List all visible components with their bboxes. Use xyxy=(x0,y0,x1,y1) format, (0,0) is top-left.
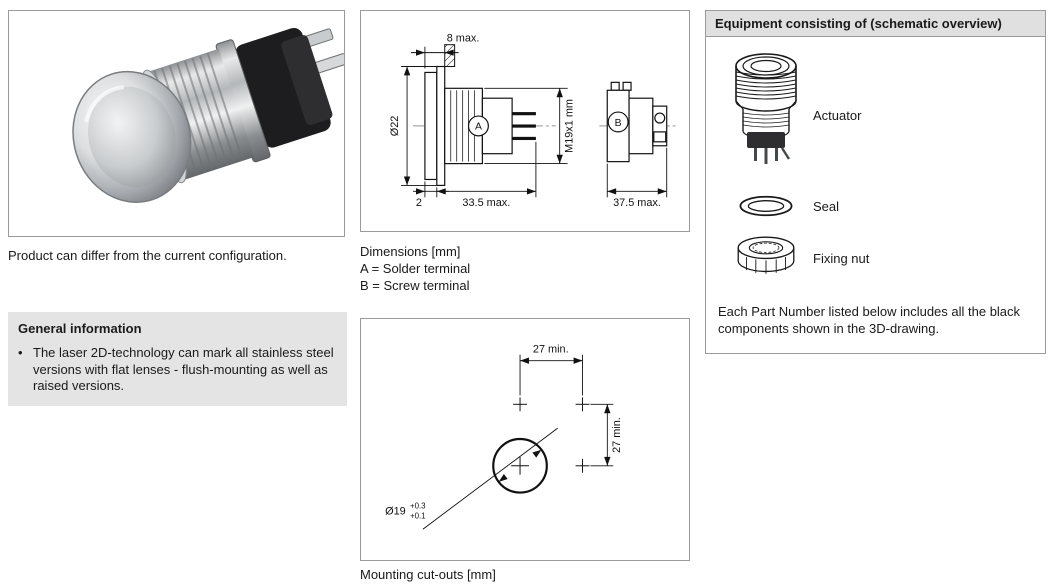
equipment-note: Each Part Number listed below includes a… xyxy=(718,304,1021,336)
product-render xyxy=(72,27,344,203)
fixing-nut-icon xyxy=(718,233,813,283)
dimension-legend-b: B = Screw terminal xyxy=(360,278,470,293)
general-information-bullet-item: • The laser 2D-technology can mark all s… xyxy=(18,345,337,395)
bullet-marker: • xyxy=(18,345,23,360)
mount-label-pitch-v: 27 min. xyxy=(611,417,623,453)
mount-label-tol-upper: +0.3 xyxy=(410,501,426,510)
dimension-legend-a: A = Solder terminal xyxy=(360,261,471,276)
equipment-panel-body: Actuator Seal xyxy=(706,37,1045,353)
mounting-cutout-svg: 27 min. 27 min. Ø19 +0.3 +0.1 xyxy=(385,344,623,530)
seal-icon xyxy=(718,191,813,221)
equipment-row-actuator: Actuator xyxy=(718,51,1035,179)
dim-label-thread: M19x1 mm xyxy=(564,99,576,153)
equipment-label-fixing-nut: Fixing nut xyxy=(813,250,870,266)
dim-label-protrusion: 8 max. xyxy=(447,33,480,45)
dim-label-flange: 2 xyxy=(416,197,422,209)
equipment-label-actuator: Actuator xyxy=(813,107,862,123)
equipment-row-fixing-nut: Fixing nut xyxy=(718,233,1035,283)
general-information-panel: General information • The laser 2D-techn… xyxy=(8,312,347,406)
dim-label-diameter: Ø22 xyxy=(389,116,401,137)
balloon-a-label: A xyxy=(475,122,482,133)
product-photo-caption: Product can differ from the current conf… xyxy=(8,248,287,263)
mounting-caption: Mounting cut-outs [mm] xyxy=(360,567,496,582)
mount-label-hole-diameter: Ø19 xyxy=(385,505,406,517)
general-information-title: General information xyxy=(18,321,142,336)
dim-label-depth-a: 33.5 max. xyxy=(462,197,510,209)
general-information-text: The laser 2D-technology can mark all sta… xyxy=(33,345,334,393)
equipment-label-seal: Seal xyxy=(813,198,840,214)
actuator-icon xyxy=(718,51,813,179)
equipment-row-seal: Seal xyxy=(718,191,1035,221)
dimension-caption: Dimensions [mm] A = Solder terminal B = … xyxy=(360,243,690,294)
dim-label-depth-b: 37.5 max. xyxy=(613,197,661,209)
dimension-drawing: 8 max. Ø22 M19x1 mm 2 33.5 max. 37.5 max… xyxy=(360,10,690,232)
dimension-caption-title: Dimensions [mm] xyxy=(360,244,461,259)
balloon-b-label: B xyxy=(615,118,622,129)
equipment-panel: Equipment consisting of (schematic overv… xyxy=(705,10,1046,354)
mount-label-pitch-h: 27 min. xyxy=(533,344,569,356)
dimension-drawing-svg: 8 max. Ø22 M19x1 mm 2 33.5 max. 37.5 max… xyxy=(389,33,677,209)
equipment-panel-title: Equipment consisting of (schematic overv… xyxy=(706,11,1045,37)
mounting-cutout-drawing: 27 min. 27 min. Ø19 +0.3 +0.1 xyxy=(360,318,690,561)
product-photo xyxy=(8,10,345,237)
mount-label-tol-lower: +0.1 xyxy=(410,511,426,520)
